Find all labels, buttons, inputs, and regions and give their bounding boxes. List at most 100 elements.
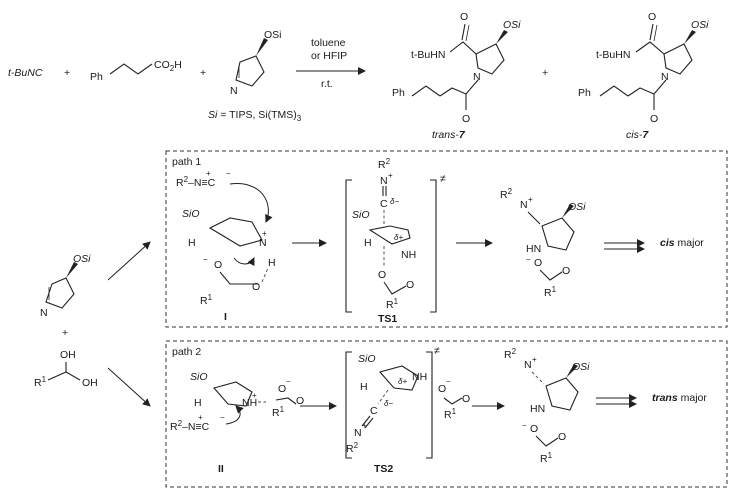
- ts1-r1-label: R1: [386, 297, 399, 311]
- o-label: O: [562, 265, 570, 277]
- ts1-h-label: H: [364, 237, 372, 249]
- product-trans-7: O t-BuHN OSi N O Ph trans-7: [392, 11, 521, 141]
- transition-state-TS2: ≠ SiO NH H δ+ δ− C N + R2 TS2 O − O R1: [345, 345, 470, 475]
- ts2-r1-label: R1: [444, 407, 457, 421]
- plus-charge: +: [206, 169, 211, 178]
- carboxylate-bonds: [275, 397, 297, 405]
- o-minus-label: O: [530, 423, 538, 435]
- ts1-o-label: O: [406, 279, 414, 291]
- ts1-left-bracket: [345, 179, 352, 313]
- acid-oh-top: OH: [60, 349, 76, 361]
- acyl-bonds: [439, 79, 479, 97]
- imine-wedge: [66, 262, 78, 278]
- trans-7-label: trans-7: [432, 129, 466, 141]
- ts2-h-label: H: [360, 381, 368, 393]
- trans-osi-label: OSi: [503, 19, 521, 31]
- n-label: N: [524, 359, 532, 371]
- nitrilium-bond: [531, 371, 545, 385]
- nh-h-label: H: [268, 257, 276, 269]
- carboxylate-bonds: [535, 435, 559, 447]
- imine-wedge: [256, 38, 268, 56]
- intermediate-II: SiO H NH + O − O R1 R2–N≡C + − II: [170, 371, 304, 475]
- imine-ring: [235, 55, 265, 87]
- plus-charge: +: [198, 413, 203, 422]
- path1-box: path 1 R2–N≡C + − SiO H N + H O − O R1 I: [165, 150, 728, 328]
- osi-label: OSi: [572, 361, 590, 373]
- ts1-ring: [368, 225, 411, 245]
- condition-rt: r.t.: [321, 78, 333, 90]
- acyl-o-label: O: [650, 113, 658, 125]
- ts2-ring: [379, 365, 419, 391]
- ts2-mark: ≠: [434, 345, 440, 357]
- plus-charge: +: [388, 171, 393, 180]
- siO-label: SiO: [182, 208, 200, 220]
- h-bond: [261, 267, 269, 283]
- o-label: O: [558, 431, 566, 443]
- phenethyl-bonds: [411, 85, 441, 97]
- nh-label: NH: [242, 397, 257, 409]
- delta-plus: δ+: [394, 233, 403, 242]
- isocyanide-label: R2–N≡C: [176, 175, 216, 189]
- imine-osi-label: OSi: [264, 29, 282, 41]
- ts2-triple-bond: [361, 415, 374, 429]
- delta-plus: δ+: [398, 377, 407, 386]
- isocyanide-reagent: t-BuNC: [8, 67, 43, 79]
- acid-r1-label: R1: [34, 375, 47, 389]
- minus-charge: −: [446, 377, 451, 386]
- ts2-siO-label: SiO: [358, 353, 376, 365]
- carbonyl-bond-2: [653, 24, 658, 42]
- isocyanide-label: R2–N≡C: [170, 419, 210, 433]
- trans-n-label: N: [473, 71, 481, 83]
- carbonyl-o-label: O: [648, 11, 656, 23]
- n-label: N: [259, 237, 267, 249]
- acyl-o-label: O: [462, 113, 470, 125]
- iminium-ring: [213, 381, 253, 407]
- carboxylate-bonds: [219, 271, 258, 285]
- ts1-siO-label: SiO: [352, 209, 370, 221]
- condition-hfip: or HFIP: [311, 50, 347, 62]
- phenethyl-bonds: [599, 85, 629, 97]
- acid-co-label: CO2H: [154, 59, 182, 73]
- pyrrolidine-ring: [663, 43, 693, 75]
- plus-charge: +: [528, 195, 533, 204]
- plus-charge: +: [252, 391, 257, 400]
- trans-major-label: trans major: [652, 392, 707, 404]
- transition-state-TS1: ≠ R2 N + C δ− SiO δ+ H NH O O R1 TS1: [345, 157, 446, 325]
- ts2-right-bracket: [426, 351, 433, 459]
- o-label: O: [296, 395, 304, 407]
- acid-oh-bottom: OH: [82, 377, 98, 389]
- path1-frame: [165, 150, 728, 328]
- cis-osi-wedge: [684, 30, 696, 44]
- minus-charge: −: [522, 421, 527, 430]
- cis-n-label: N: [661, 71, 669, 83]
- amide-bonds: [449, 41, 477, 55]
- si-definition: Si = TIPS, Si(TMS)3: [208, 109, 302, 123]
- plus-sign: +: [200, 67, 206, 79]
- imine-ring: [45, 277, 75, 309]
- product-path1: R2 N + OSi HN O − O R1: [500, 187, 586, 299]
- product-cis-7: O t-BuHN OSi N O Ph cis-7: [578, 11, 709, 141]
- o-label: O: [252, 281, 260, 293]
- imine-n-label: N: [230, 85, 238, 97]
- acyl-bonds: [627, 79, 667, 97]
- arrow-to-path2: [107, 367, 151, 407]
- siO-label: SiO: [190, 371, 208, 383]
- iminium-ring: [208, 217, 263, 247]
- amide-label: t-BuHN: [596, 49, 630, 61]
- hn-label: HN: [530, 403, 545, 415]
- ts1-r2-label: R2: [378, 157, 391, 171]
- condition-toluene: toluene: [311, 37, 346, 49]
- minus-charge: −: [286, 377, 291, 386]
- ts2-o-minus-label: O: [438, 383, 446, 395]
- osi-wedge: [566, 364, 578, 378]
- ts2-carboxylate: [443, 397, 463, 405]
- acid-bonds: [47, 362, 81, 381]
- h-label: H: [188, 237, 196, 249]
- trans-osi-wedge: [496, 30, 508, 44]
- h-label: H: [194, 397, 202, 409]
- cis-7-label: cis-7: [626, 129, 649, 141]
- amide-bonds: [635, 41, 665, 55]
- plus-charge: +: [362, 421, 367, 430]
- top-equation: t-BuNC + Ph CO2H + OSi N Si = TIPS, Si(T…: [8, 11, 709, 141]
- r1-label: R1: [544, 285, 557, 299]
